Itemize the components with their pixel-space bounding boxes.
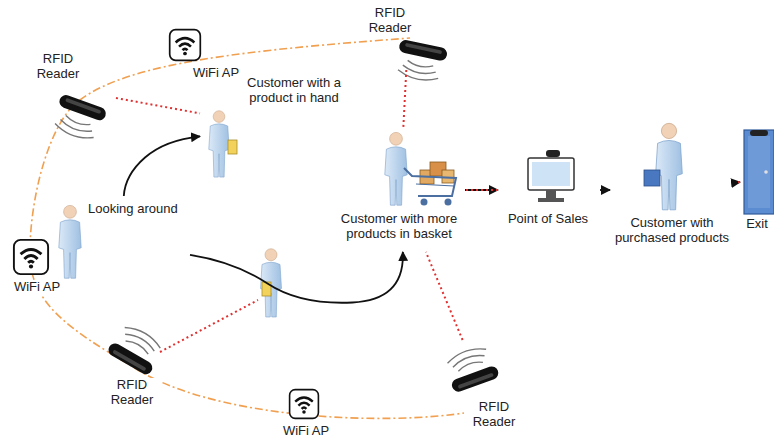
product-box: [228, 140, 237, 154]
wifi-icon: [170, 30, 201, 61]
wifi-icon: [290, 390, 319, 419]
pos-terminal: [528, 150, 574, 202]
flow-arrow: [190, 252, 403, 303]
wifi-ap: WiFi AP: [268, 386, 346, 442]
customer: Customer with purchased products: [610, 120, 736, 260]
rfid-link: [465, 189, 498, 191]
flow-arrow: [124, 136, 200, 196]
customer: Customer with more products in basket: [335, 128, 465, 252]
rfid-link: [736, 181, 740, 184]
node-label: RFID Reader: [28, 52, 88, 82]
customer: Customer with a product in hand: [200, 76, 360, 180]
node-label: Customer with purchased products: [610, 216, 734, 246]
node-label: RFID Reader: [102, 378, 162, 408]
wifi-ring: [30, 38, 470, 418]
node-label: RFID Reader: [362, 6, 418, 36]
node-label: WiFi AP: [268, 424, 344, 439]
flow-arrow: [736, 181, 740, 183]
wifi-ap: WiFi AP: [6, 236, 70, 300]
flow-arrow: [465, 189, 498, 191]
shopping-cart: [404, 162, 456, 206]
exit-door: [744, 130, 774, 214]
point-of-sales: Point of Sales: [498, 150, 600, 230]
shopping-bag: [644, 170, 660, 186]
rfid-link: [426, 252, 463, 340]
rfid-reader-icon: [442, 343, 500, 393]
node-label: Customer with a product in hand: [230, 76, 358, 106]
rfid-reader-icon: [106, 321, 166, 376]
customer-figure: [209, 111, 229, 177]
customer-figure: [261, 249, 282, 317]
customer: Looking around: [52, 196, 190, 292]
node-label: RFID Reader: [464, 400, 524, 430]
node-label: Customer with more products in basket: [335, 212, 463, 242]
rfid-reader: RFID Reader: [28, 52, 116, 128]
rfid-link: [403, 70, 406, 128]
rfid-link: [116, 98, 200, 113]
flow-arrow: [600, 189, 610, 191]
exit-door: Exit: [740, 125, 774, 235]
rfid-reader: RFID Reader: [362, 6, 454, 70]
node-label: Exit: [742, 217, 772, 232]
wifi-icon: [14, 240, 48, 274]
rfid-link: [160, 300, 258, 352]
node-label: Point of Sales: [498, 212, 598, 227]
rfid-reader-icon: [393, 39, 448, 84]
customer-figure: [656, 123, 683, 209]
node-label: WiFi AP: [6, 280, 68, 295]
node-label: Looking around: [88, 202, 188, 217]
rfid-reader-icon: [50, 93, 108, 143]
rfid-reader: RFID Reader: [440, 340, 526, 438]
rfid-reader: RFID Reader: [98, 334, 166, 412]
customer-figure: [59, 205, 81, 278]
